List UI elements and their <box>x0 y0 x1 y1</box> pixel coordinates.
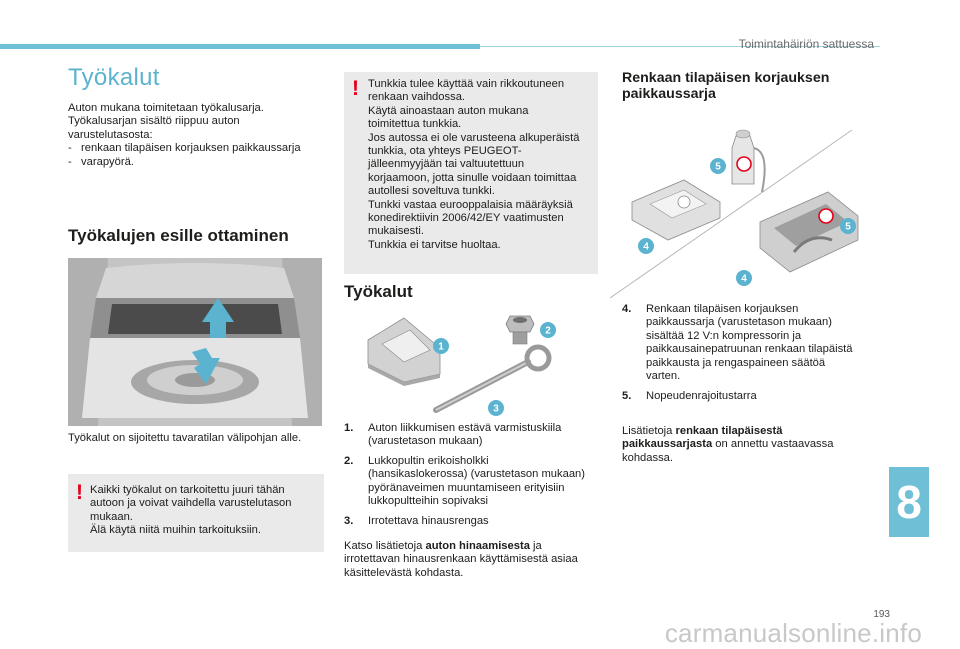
warning-line: Tunkkia ei tarvitse huoltaa. <box>368 238 501 251</box>
list-item: 5.Nopeudenrajoitustarra <box>622 390 757 402</box>
warning-line: Jos autossa ei ole varusteena alkuperäis… <box>368 131 580 144</box>
svg-text:2: 2 <box>545 326 551 337</box>
header-rule <box>480 46 880 47</box>
warning-line: Älä käytä niitä muihin tarkoituksiin. <box>90 524 261 537</box>
warning-line: toimitettua tunkkia. <box>368 118 462 131</box>
intro-line: varustelutasosta: <box>68 128 153 141</box>
illustration-caption: Työkalut on sijoitettu tavaratilan välip… <box>68 432 302 444</box>
list-item: 4.Renkaan tilapäisen korjauksen paikkaus… <box>622 303 853 383</box>
warning-line: tunkkia, ota yhteys PEUGEOT- <box>368 145 522 158</box>
section-heading-retrieval: Työkalujen esille ottaminen <box>68 226 289 245</box>
intro-list-item: - varapyörä. <box>68 155 134 168</box>
warning-box-jack: ! Tunkkia tulee käyttää vain rikkoutunee… <box>344 72 598 274</box>
section-title: Toimintahäiriön sattuessa <box>738 37 874 51</box>
warning-line: korjaamoon, jotta sinulle voidaan toimit… <box>368 171 577 184</box>
warning-line: Käytä ainoastaan auton mukana <box>368 104 529 117</box>
list-item: 2.Lukkopultin erikoisholkki (hansikaslok… <box>344 455 586 508</box>
warning-line: Tunkki vastaa eurooppalaisia määräyksiä <box>368 198 573 211</box>
warning-line: autollesi soveltuva tunkki. <box>368 185 495 198</box>
warning-line: renkaan vaihdossa. <box>368 91 466 104</box>
chapter-tab: 8 <box>889 467 929 537</box>
svg-text:1: 1 <box>438 342 444 353</box>
svg-text:5: 5 <box>715 162 721 173</box>
warning-exclamation-icon: ! <box>352 77 359 100</box>
warning-box-tools: ! Kaikki työkalut on tarkoitettu juuri t… <box>68 474 324 552</box>
header-accent-bar <box>0 44 480 49</box>
watermark: carmanualsonline.info <box>664 618 922 648</box>
towing-note: Katso lisätietoja auton hinaamisesta ja … <box>344 540 578 579</box>
page-title: Työkalut <box>68 64 160 91</box>
intro-line: Auton mukana toimitetaan työkalusarja. <box>68 102 264 114</box>
warning-line: autoon ja voivat vaihdella varustelutaso… <box>90 497 292 510</box>
svg-text:4: 4 <box>741 274 747 285</box>
badge-2: 2 <box>540 322 556 338</box>
intro-line: Työkalusarjan sisältö riippuu auton <box>68 115 240 128</box>
badge-1: 1 <box>433 338 449 354</box>
warning-line: Tunkkia tulee käyttää vain rikkoutuneen <box>368 78 565 90</box>
section-heading-tools: Työkalut <box>344 282 413 301</box>
list-item: 1.Auton liikkumisen estävä varmistuskiil… <box>344 422 562 448</box>
warning-exclamation-icon: ! <box>76 481 83 504</box>
repair-kit-note: Lisätietoja renkaan tilapäisestä paikkau… <box>622 425 834 464</box>
svg-text:4: 4 <box>643 242 649 253</box>
trunk-illustration <box>68 258 322 426</box>
badge-4-bottom: 4 <box>736 270 752 286</box>
badge-4-left: 4 <box>638 238 654 254</box>
tools-illustration: 1 2 3 <box>367 315 556 416</box>
badge-3: 3 <box>488 400 504 416</box>
page-number: 193 <box>873 609 890 620</box>
warning-line: konedirektiivin 2006/42/EY vaatimusten <box>368 212 564 225</box>
svg-text:3: 3 <box>493 404 499 415</box>
repair-kit-illustration: 5 5 4 4 <box>610 129 859 298</box>
warning-line: mukaan. <box>90 510 133 523</box>
badge-5-lower: 5 <box>840 218 856 234</box>
badge-5-upper: 5 <box>710 158 726 174</box>
section-heading-repair-kit: Renkaan tilapäisen korjauksen paikkaussa… <box>622 70 830 102</box>
warning-line: jälleenmyyjään tai valtuutettuun <box>368 158 525 171</box>
list-item: 3.Irrotettava hinausrengas <box>344 515 489 527</box>
intro-text: Auton mukana toimitetaan työkalusarja. T… <box>68 102 338 169</box>
intro-list-item: - renkaan tilapäisen korjauksen paikkaus… <box>68 142 301 155</box>
warning-line: Kaikki työkalut on tarkoitettu juuri täh… <box>90 484 285 496</box>
warning-line: mukaisesti. <box>368 225 424 238</box>
svg-text:5: 5 <box>845 222 851 233</box>
